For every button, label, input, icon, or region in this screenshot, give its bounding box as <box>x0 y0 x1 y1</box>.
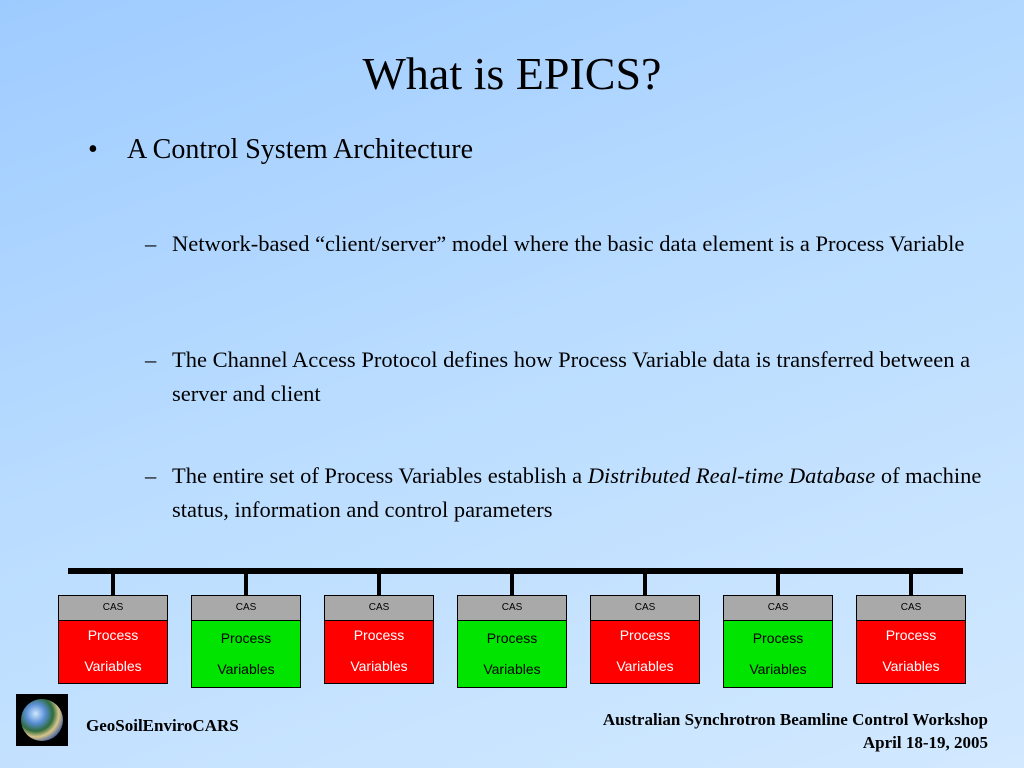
network-bus <box>68 568 963 574</box>
cas-label: CAS <box>58 595 168 621</box>
dash-marker: – <box>145 463 157 488</box>
subpoint-text: The entire set of Process Variables esta… <box>172 459 992 527</box>
bus-connector <box>643 574 647 596</box>
pv-label-line1: Process <box>220 630 272 646</box>
pv-label-line1: Process <box>87 627 139 643</box>
cas-label: CAS <box>191 595 301 621</box>
pv-label-line2: Variables <box>749 661 807 677</box>
cas-label: CAS <box>457 595 567 621</box>
bus-connector <box>244 574 248 596</box>
dash-marker: – <box>145 347 157 372</box>
pv-label-line2: Variables <box>483 661 541 677</box>
subpoint-text: Network-based “client/server” model wher… <box>172 231 965 256</box>
event-name: Australian Synchrotron Beamline Control … <box>602 710 988 729</box>
dash-marker: – <box>145 231 157 256</box>
pv-label-line1: Process <box>885 627 937 643</box>
subpoint-text-italic: Distributed Real-time Database <box>587 463 876 488</box>
pv-label-line2: Variables <box>217 661 275 677</box>
subpoint-text-before: The entire set of Process Variables esta… <box>172 463 588 488</box>
pv-label-line1: Process <box>353 627 405 643</box>
cas-label: CAS <box>590 595 700 621</box>
subpoint-text-after: of machine status, information and contr… <box>172 463 982 522</box>
organization-name: GeoSoilEnviroCARS <box>86 716 239 735</box>
event-date: April 18-19, 2005 <box>862 733 988 752</box>
pv-label-line2: Variables <box>350 658 408 674</box>
bus-connector <box>909 574 913 596</box>
globe-image <box>21 699 63 741</box>
slide-title: What is EPICS? <box>362 48 662 99</box>
bus-connector <box>776 574 780 596</box>
pv-label-line1: Process <box>619 627 671 643</box>
bullet-marker: • <box>88 134 98 165</box>
main-bullet-text: A Control System Architecture <box>127 134 474 165</box>
bus-connector <box>510 574 514 596</box>
cas-label: CAS <box>723 595 833 621</box>
bus-connector <box>111 574 115 596</box>
pv-label-line2: Variables <box>616 658 674 674</box>
cas-label: CAS <box>856 595 966 621</box>
subpoint-text: The Channel Access Protocol defines how … <box>172 347 971 406</box>
pv-label-line1: Process <box>486 630 538 646</box>
pv-label-line1: Process <box>752 630 804 646</box>
earth-globe-icon <box>16 694 68 746</box>
bus-connector <box>377 574 381 596</box>
footer-event-info: Australian Synchrotron Beamline Control … <box>603 708 988 754</box>
pv-label-line2: Variables <box>84 658 142 674</box>
pv-label-line2: Variables <box>882 658 940 674</box>
cas-label: CAS <box>324 595 434 621</box>
